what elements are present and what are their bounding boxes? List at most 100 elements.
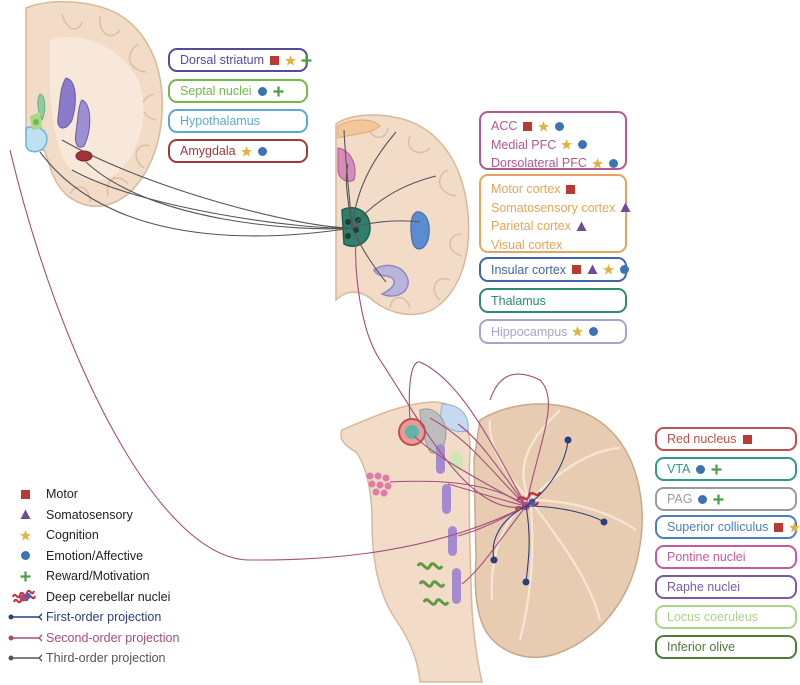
putamen	[75, 99, 91, 148]
somatosensory-icon	[587, 264, 598, 275]
legend-label: Deep cerebellar nuclei	[46, 589, 171, 604]
legend-item: Third-order projection	[8, 648, 179, 669]
region-label: Amygdala	[180, 144, 236, 158]
emotion-icon	[257, 146, 268, 157]
label-row: Visual cortex	[491, 236, 615, 255]
region-label: Superior colliculus	[667, 520, 769, 534]
region-label: Locus coeruleus	[667, 610, 759, 624]
legend-item: Second-order projection	[8, 628, 179, 649]
region-label: ACC	[491, 119, 518, 134]
region-label: Insular cortex	[491, 262, 567, 277]
emotion-icon	[697, 494, 708, 505]
label-box-vta: VTA	[655, 457, 797, 481]
label-row: Dorsolateral PFC	[491, 154, 618, 173]
third-order-projections	[39, 129, 437, 283]
motor-icon	[571, 264, 582, 275]
legend-label: Third-order projection	[46, 651, 166, 666]
region-label: Visual cortex	[491, 237, 563, 252]
label-box-hippocampus: Hippocampus	[479, 319, 627, 344]
motor-icon	[522, 121, 533, 132]
region-label: Parietal cortex	[491, 219, 571, 234]
reward-icon	[713, 494, 724, 505]
label-box-dorsal-striatum: Dorsal striatum	[168, 48, 312, 72]
sagittal-brain-section	[335, 114, 470, 316]
brainstem-cerebellum	[340, 401, 643, 683]
legend-item: Deep cerebellar nuclei	[8, 587, 179, 608]
legend-label: First-order projection	[46, 610, 162, 625]
caudate-nucleus	[57, 77, 76, 129]
region-label: Pontine nuclei	[667, 550, 746, 564]
vta-region	[405, 425, 419, 439]
hippocampus-region	[373, 264, 409, 297]
reward-icon	[8, 571, 42, 582]
cognition-icon	[538, 120, 550, 132]
label-box-pag: PAG	[655, 487, 797, 511]
pontine-nuclei-region	[366, 472, 392, 497]
legend-label: Second-order projection	[46, 630, 180, 645]
septal-node	[33, 119, 39, 125]
first-order-icon	[8, 611, 42, 623]
frontal-cortex-region	[337, 119, 381, 139]
cognition-icon	[285, 54, 297, 66]
motor-icon	[773, 522, 784, 533]
somatosensory-icon	[576, 221, 587, 232]
region-label: Hypothalamus	[180, 114, 260, 128]
label-row: Motor cortex	[491, 180, 615, 199]
motor-icon	[565, 184, 576, 195]
emotion-icon	[554, 121, 565, 132]
reward-icon	[711, 464, 722, 475]
legend-item: First-order projection	[8, 607, 179, 628]
region-label: Red nucleus	[667, 432, 737, 446]
cognition-icon	[8, 529, 42, 541]
emotion-icon	[577, 139, 588, 150]
region-label: VTA	[667, 462, 691, 476]
cognition-icon	[603, 264, 615, 275]
legend-item: Somatosensory	[8, 505, 179, 526]
legend-label: Somatosensory	[46, 507, 133, 522]
region-label: Inferior olive	[667, 640, 736, 654]
legend-item: Reward/Motivation	[8, 566, 179, 587]
label-box-pontine-nuclei: Pontine nuclei	[655, 545, 797, 569]
sagittal-hemisphere	[335, 114, 470, 316]
emotion-icon	[8, 550, 42, 561]
third-order-icon	[8, 652, 42, 664]
label-box-amygdala: Amygdala	[168, 139, 308, 163]
cognition-icon	[240, 145, 252, 157]
label-row: Parietal cortex	[491, 217, 615, 236]
region-label: Dorsolateral PFC	[491, 156, 587, 171]
coronal-brain-section	[25, 1, 163, 207]
label-box-red-nucleus: Red nucleus	[655, 427, 797, 451]
legend-item: Cognition	[8, 525, 179, 546]
label-box-insular-cortex: Insular cortex	[479, 257, 630, 282]
emotion-icon	[695, 464, 706, 475]
first-order-projections	[492, 439, 605, 583]
label-box-locus-coeruleus: Locus coeruleus	[655, 605, 797, 629]
label-box-hypothalamus: Hypothalamus	[168, 109, 308, 133]
cognition-icon	[591, 157, 603, 169]
legend-label: Motor	[46, 487, 78, 502]
region-label: Medial PFC	[491, 137, 557, 152]
region-label: Hippocampus	[491, 324, 568, 339]
label-box-superior-colliculus: Superior colliculus	[655, 515, 800, 539]
coronal-white-matter	[50, 37, 144, 181]
region-label: Dorsal striatum	[180, 53, 265, 67]
label-box-septal-nuclei: Septal nuclei	[168, 79, 308, 103]
emotion-icon	[608, 158, 619, 169]
region-label: PAG	[667, 492, 693, 506]
amygdala-region	[75, 150, 93, 162]
region-label: Somatosensory cortex	[491, 200, 616, 215]
cerebellum	[473, 403, 643, 658]
sagittal-gyri	[367, 125, 463, 309]
label-box-cortex-frontal: ACC Medial PFC Dorsolateral PFC	[479, 111, 627, 170]
legend-item: Emotion/Affective	[8, 546, 179, 567]
somatosensory-icon	[8, 509, 42, 520]
emotion-icon	[619, 264, 630, 275]
inferior-olive-region	[416, 562, 450, 606]
region-label: Raphe nuclei	[667, 580, 740, 594]
label-box-inferior-olive: Inferior olive	[655, 635, 797, 659]
second-order-icon	[8, 632, 42, 644]
motor-icon	[8, 489, 42, 500]
insula-region	[410, 211, 430, 250]
deep-nuclei-icon	[8, 588, 42, 606]
